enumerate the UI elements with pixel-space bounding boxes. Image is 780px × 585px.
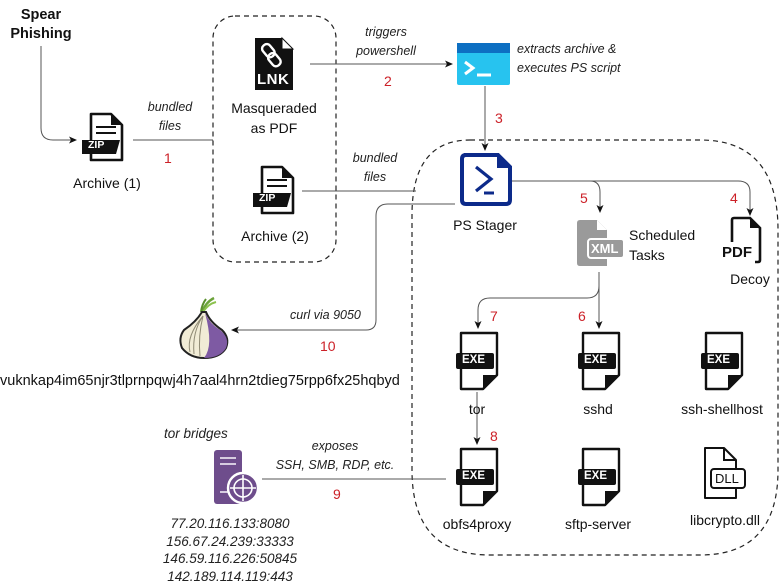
onion-address: vuknkap4im65njr3tlprnpqwj4h7aal4hrn2tdie…: [0, 373, 400, 389]
scheduled-tasks-label-line2: Tasks: [629, 245, 695, 265]
tor-onion-icon: [176, 296, 232, 360]
step-6: 6: [578, 308, 586, 324]
edge-2-label-line2: powershell: [336, 42, 436, 61]
edge-1-label: bundled files: [140, 98, 200, 136]
tor-bridge-address: 142.189.114.119:443: [150, 568, 310, 585]
step-8: 8: [490, 428, 498, 444]
edge-1-label-line1: bundled: [140, 98, 200, 117]
terminal-desc-line2: executes PS script: [517, 59, 621, 78]
tor-label: tor: [437, 401, 517, 417]
edge-bundled-2-label-line2: files: [345, 168, 405, 187]
ssh-shellhost-icon-text: EXE: [707, 354, 730, 366]
sftp-server-label: sftp-server: [553, 516, 643, 532]
libcrypto-label: libcrypto.dll: [680, 512, 770, 528]
zip-file-icon: [80, 112, 130, 164]
tor-bridge-address: 77.20.116.133:8080: [150, 515, 310, 533]
terminal-desc-line1: extracts archive &: [517, 40, 621, 59]
scheduled-tasks-label: Scheduled Tasks: [629, 225, 695, 265]
edge-9-label-line2: SSH, SMB, RDP, etc.: [270, 456, 400, 475]
edge-9-label-line1: exposes: [270, 437, 400, 456]
powershell-script-icon: [459, 153, 513, 206]
sshd-label: sshd: [558, 401, 638, 417]
step-4: 4: [730, 190, 738, 206]
archive2-icon-text: ZIP: [259, 192, 275, 204]
edge-10-label: curl via 9050: [290, 308, 361, 322]
xml-icon-text: XML: [591, 241, 618, 256]
ssh-shellhost-label: ssh-shellhost: [672, 401, 772, 417]
step-9: 9: [333, 486, 341, 502]
step-3: 3: [495, 110, 503, 126]
edge-2-label-line1: triggers: [336, 23, 436, 42]
dll-icon-text: DLL: [715, 471, 739, 486]
tor-bridge-address-list: 77.20.116.133:8080 156.67.24.239:33333 1…: [150, 515, 310, 585]
edge-2-label: triggers powershell: [336, 23, 436, 61]
edge-bundled-2-label: bundled files: [345, 149, 405, 187]
edge-spear-to-archive1: [41, 46, 76, 140]
tor-bridges-title: tor bridges: [164, 426, 228, 441]
terminal-desc: extracts archive & executes PS script: [517, 40, 621, 78]
sshd-icon-text: EXE: [584, 354, 607, 366]
zip-file-icon-2: [251, 165, 301, 217]
step-2: 2: [384, 73, 392, 89]
scheduled-tasks-label-line1: Scheduled: [629, 225, 695, 245]
archive2-label: Archive (2): [230, 228, 320, 244]
step-1: 1: [164, 150, 172, 166]
server-globe-icon: [210, 448, 266, 506]
terminal-icon: [456, 42, 512, 86]
lnk-icon-text: LNK: [257, 71, 289, 88]
obfs4proxy-icon-text: EXE: [462, 470, 485, 482]
edge-bundled-2-label-line1: bundled: [345, 149, 405, 168]
archive1-label: Archive (1): [62, 175, 152, 191]
pdf-icon-text: PDF: [722, 244, 752, 261]
step-5: 5: [580, 190, 588, 206]
archive1-icon-text: ZIP: [88, 139, 104, 151]
ps-stager-label: PS Stager: [440, 217, 530, 233]
step-10: 10: [320, 338, 336, 354]
decoy-label: Decoy: [720, 271, 780, 287]
lnk-label-line1: Masqueraded: [222, 98, 326, 118]
edge-4: [590, 181, 750, 215]
edge-1-label-line2: files: [140, 117, 200, 136]
lnk-label-line2: as PDF: [222, 118, 326, 138]
obfs4proxy-label: obfs4proxy: [432, 516, 522, 532]
edge-9-label: exposes SSH, SMB, RDP, etc.: [270, 437, 400, 475]
step-7: 7: [490, 308, 498, 324]
tor-bridge-address: 146.59.116.226:50845: [150, 550, 310, 568]
tor-bridge-address: 156.67.24.239:33333: [150, 533, 310, 551]
spear-phishing-label: Spear Phishing: [8, 6, 74, 44]
lnk-label: Masqueraded as PDF: [222, 98, 326, 138]
tor-icon-text: EXE: [462, 354, 485, 366]
sftp-server-icon-text: EXE: [584, 470, 607, 482]
